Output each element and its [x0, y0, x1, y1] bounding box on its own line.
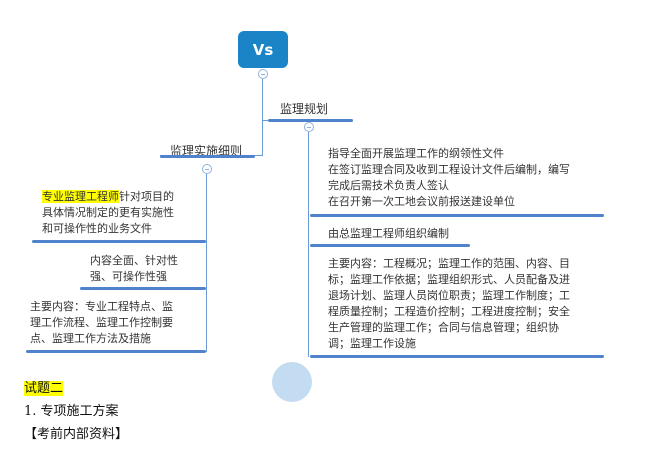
plan-child-1: 指导全面开展监理工作的纲领性文件 在签订监理合同及收到工程设计文件后编制，编写 …: [328, 146, 570, 210]
collapse-toggle-root[interactable]: [258, 69, 268, 79]
connector-root: [262, 79, 263, 155]
root-label: Vs: [252, 40, 274, 59]
detail-child-2: 内容全面、针对性 强、可操作性强: [90, 253, 178, 285]
highlight-text: 专业监理工程师: [42, 190, 119, 203]
text-line: 主要内容：专业工程特点、监: [30, 300, 173, 313]
text-line: 在签订监理合同及收到工程设计文件后编制，编写: [328, 163, 570, 176]
text-line: 强、可操作性强: [90, 270, 167, 283]
branch-detail-label[interactable]: 监理实施细则: [170, 144, 243, 158]
text-line: 完成后需技术负责人签认: [328, 179, 449, 192]
detail-child-2-underline: [80, 287, 206, 290]
plan-child-2: 由总监理工程师组织编制: [328, 227, 449, 240]
watermark-logo-icon: [272, 362, 312, 402]
detail-child-3: 主要内容：专业工程特点、监 理工作流程、监理工作控制要 点、监理工作方法及措施: [30, 299, 173, 347]
text-line: 内容全面、针对性: [90, 254, 178, 267]
branch-detail-underline: [160, 155, 255, 158]
text-line: 理工作流程、监理工作控制要: [30, 316, 173, 329]
connector-detail-children: [206, 174, 207, 352]
root-node[interactable]: Vs: [238, 31, 288, 68]
plan-child-1-underline: [310, 214, 604, 217]
plan-child-3-underline: [310, 355, 604, 358]
detail-child-1-underline: [32, 240, 206, 243]
detail-child-1: 专业监理工程师针对项目的 具体情况制定的更有实施性 和可操作性的业务文件: [42, 189, 174, 237]
collapse-toggle-plan[interactable]: [304, 122, 314, 132]
text-line: 标；监理工作依据；监理组织形式、人员配备及进: [328, 273, 570, 286]
note-text: 【考前内部资料】: [24, 427, 129, 442]
branch-plan-label[interactable]: 监理规划: [280, 102, 329, 116]
text-line: 在召开第一次工地会议前报送建设单位: [328, 195, 515, 208]
collapse-toggle-detail[interactable]: [202, 164, 212, 174]
connector-plan-children: [308, 132, 309, 357]
branch-plan-underline: [268, 119, 353, 122]
heading-text: 试题二: [24, 381, 64, 396]
list-item: 1. 专项施工方案: [24, 404, 119, 419]
text-line: 调；监理工作设施: [328, 337, 416, 350]
text-line: 具体情况制定的更有实施性: [42, 206, 174, 219]
text-line: 退场计划、监理人员岗位职责；监理工作制度；工: [328, 289, 570, 302]
text-line: 点、监理工作方法及措施: [30, 332, 151, 345]
text-line: 生产管理的监理工作；合同与信息管理；组织协: [328, 321, 559, 334]
plan-child-3: 主要内容：工程概况；监理工作的范围、内容、目 标；监理工作依据；监理组织形式、人…: [328, 256, 570, 352]
text-line: 主要内容：工程概况；监理工作的范围、内容、目: [328, 257, 570, 270]
section-heading: 试题二: [24, 377, 64, 396]
text-line: 和可操作性的业务文件: [42, 222, 152, 235]
text-line: 针对项目的: [119, 190, 174, 203]
plan-child-2-underline: [310, 244, 470, 247]
detail-child-3-underline: [26, 350, 206, 353]
text-line: 指导全面开展监理工作的纲领性文件: [328, 147, 504, 160]
text-line: 程质量控制；工程造价控制；工程进度控制；安全: [328, 305, 570, 318]
